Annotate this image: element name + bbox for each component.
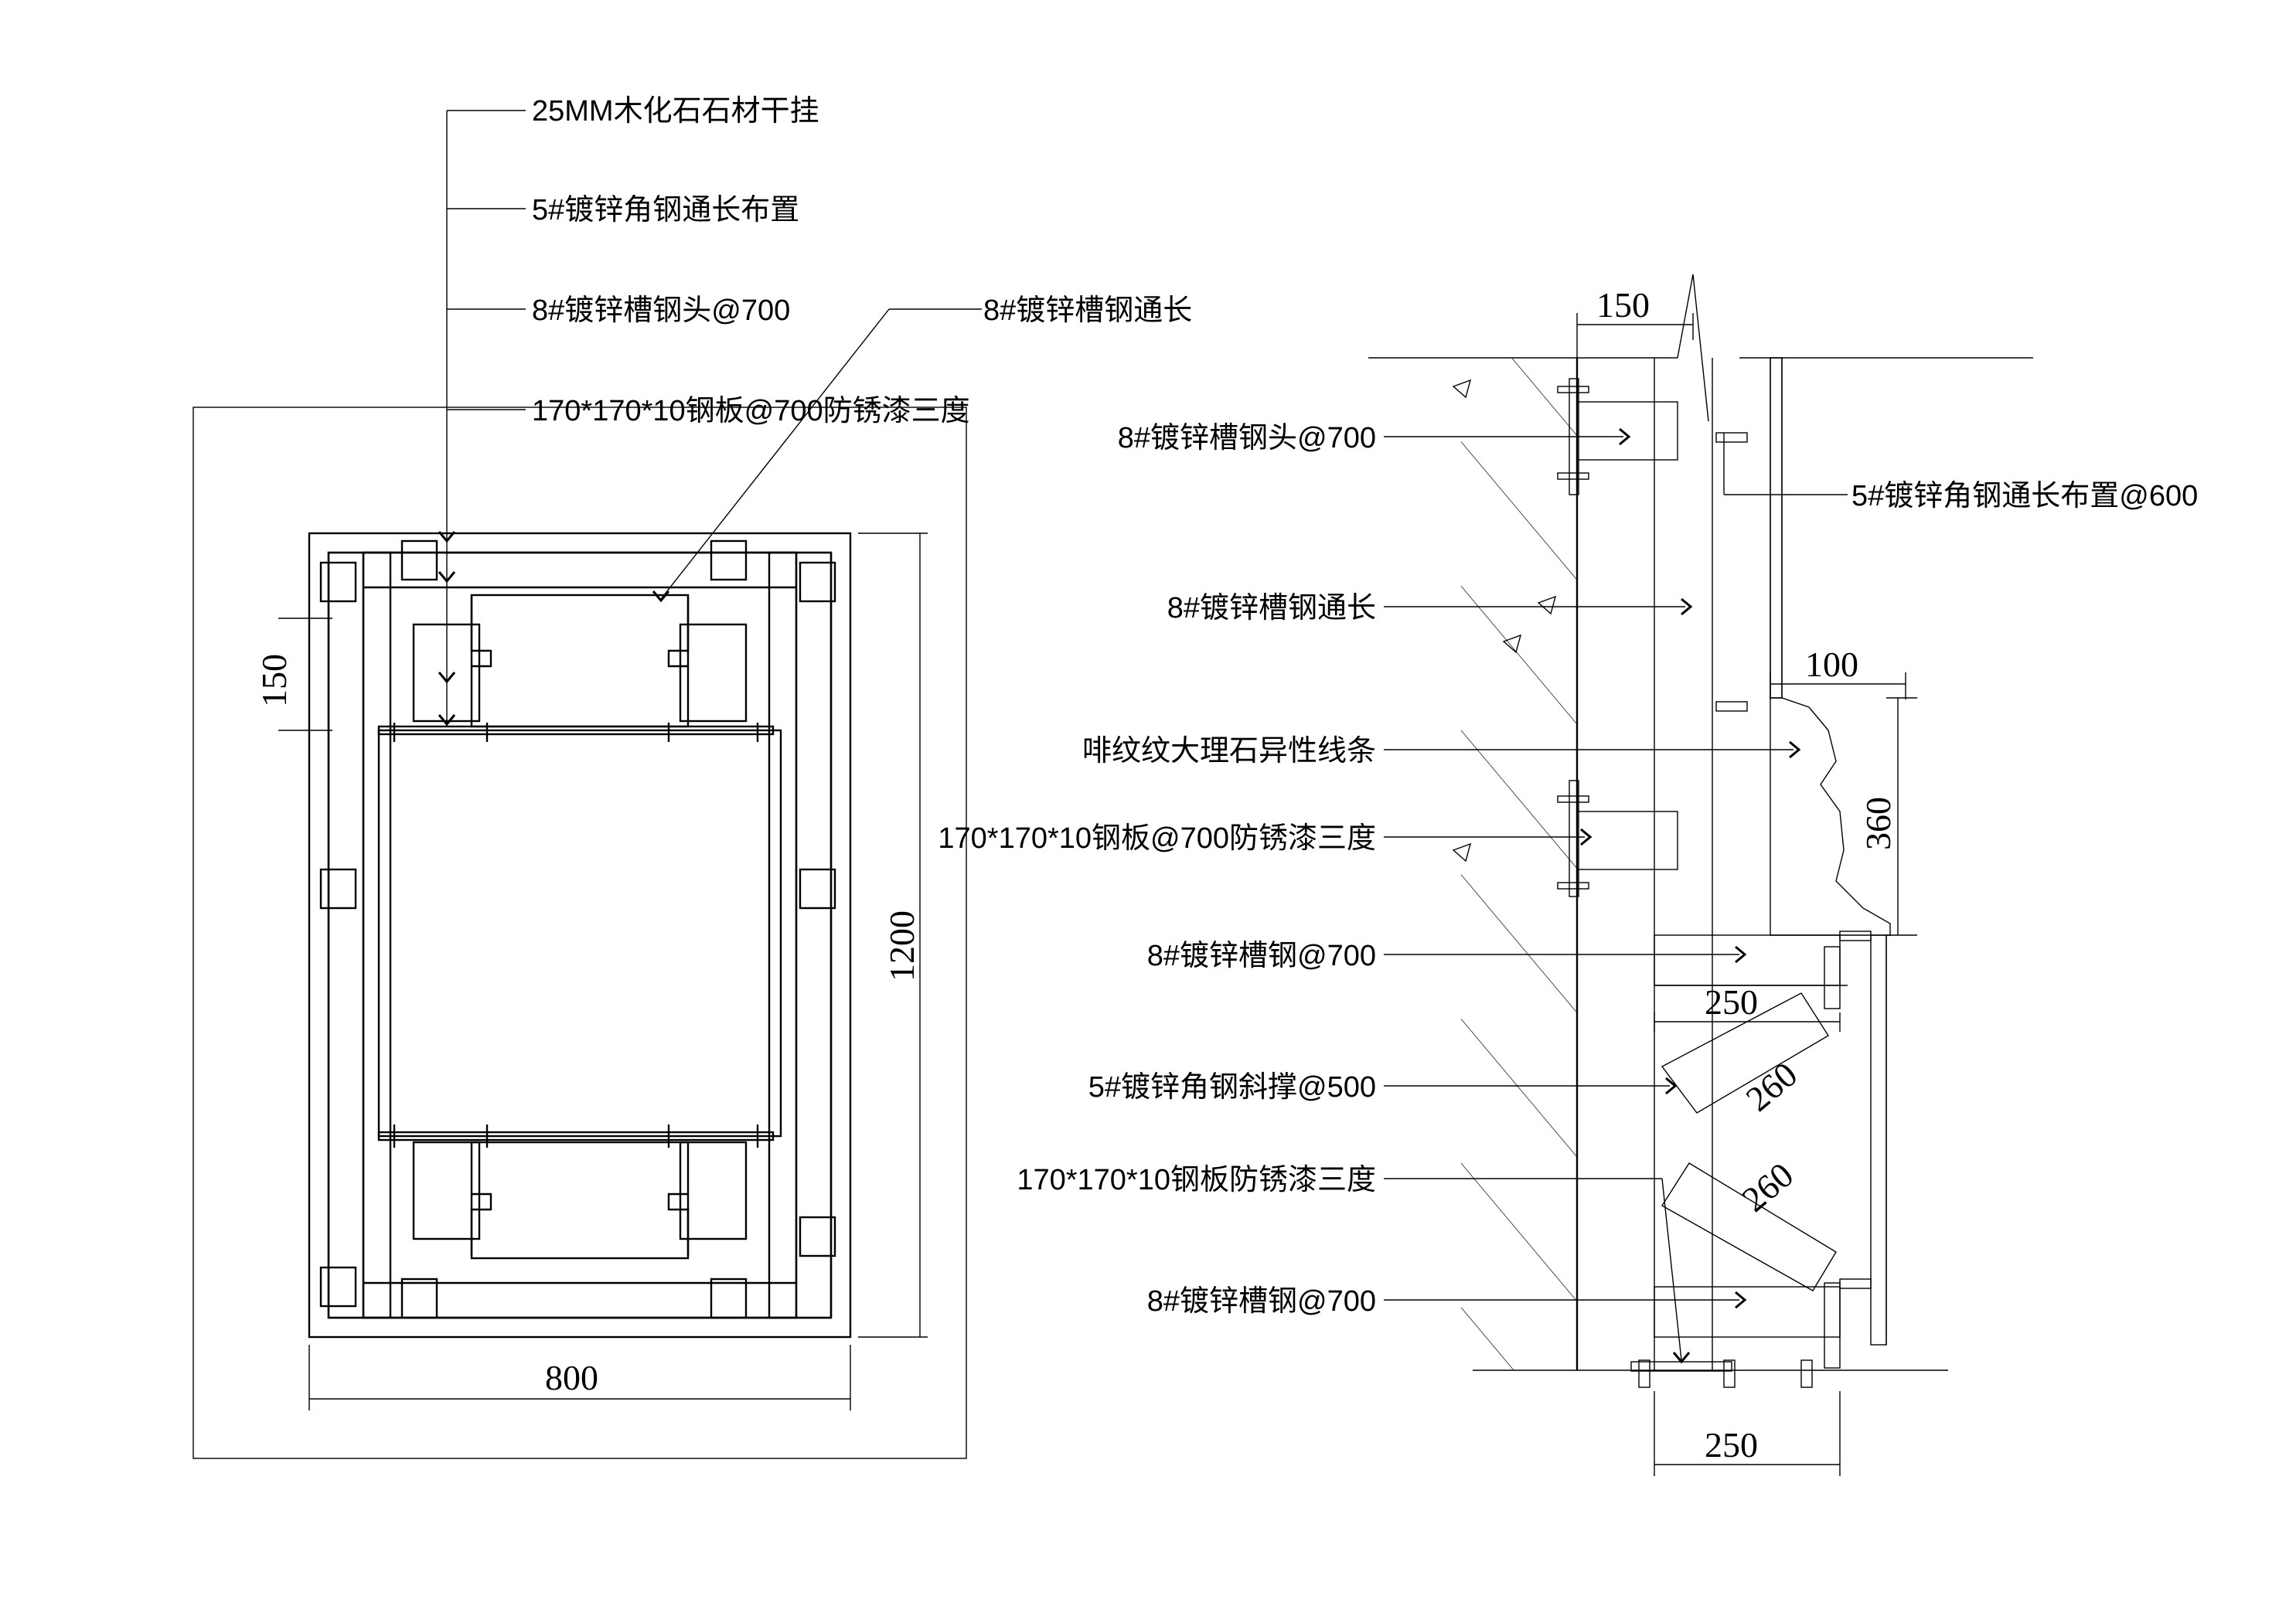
right-label-3: 啡纹纹大理石异性线条 — [1082, 735, 1376, 767]
outer-frame — [192, 407, 967, 1459]
dim-1200: 1200 — [882, 910, 921, 982]
left-label-5: 170*170*10钢板@700防锈漆三度 — [532, 395, 970, 427]
right-label-5: 8#镀锌槽钢@700 — [1147, 940, 1376, 972]
left-label-1: 25MM木化石石材干挂 — [532, 95, 819, 128]
right-label-8: 8#镀锌槽钢@700 — [1147, 1285, 1376, 1318]
dim-150-right: 150 — [1596, 285, 1650, 325]
dim-360: 360 — [1858, 797, 1898, 850]
cladding-inner — [327, 551, 833, 1319]
dim-250-bottom: 250 — [1705, 1425, 1758, 1465]
left-section: 25MM木化石石材干挂 5#镀锌角钢通长布置 8#镀锌槽钢头@700 8#镀锌槽… — [192, 95, 1192, 1459]
right-label-7: 170*170*10钢板防锈漆三度 — [1017, 1164, 1376, 1196]
left-label-4: 8#镀锌槽钢通长 — [983, 294, 1192, 327]
dim-100: 100 — [1805, 645, 1858, 684]
concrete-wall — [1461, 358, 1577, 1370]
stone-cladding — [308, 532, 852, 1339]
dim-260-a: 260 — [1739, 1054, 1805, 1118]
right-label-6: 5#镀锌角钢斜撑@500 — [1088, 1071, 1376, 1104]
dim-260-b: 260 — [1735, 1155, 1801, 1219]
right-label-side: 5#镀锌角钢通长布置@600 — [1851, 480, 2198, 512]
left-label-2: 5#镀锌角钢通长布置 — [532, 194, 799, 226]
left-label-3: 8#镀锌槽钢头@700 — [532, 294, 790, 327]
dim-250-mid: 250 — [1705, 982, 1758, 1022]
dim-150-left: 150 — [254, 654, 294, 707]
right-label-1: 8#镀锌槽钢头@700 — [1118, 422, 1376, 454]
dim-800: 800 — [545, 1358, 598, 1397]
core-hatch — [377, 729, 782, 1138]
right-label-4: 170*170*10钢板@700防锈漆三度 — [938, 822, 1376, 855]
right-section: 8#镀锌槽钢头@700 8#镀锌槽钢通长 啡纹纹大理石异性线条 170*170*… — [938, 274, 2198, 1476]
right-label-2: 8#镀锌槽钢通长 — [1167, 592, 1376, 624]
marble-molding — [1770, 697, 1891, 936]
